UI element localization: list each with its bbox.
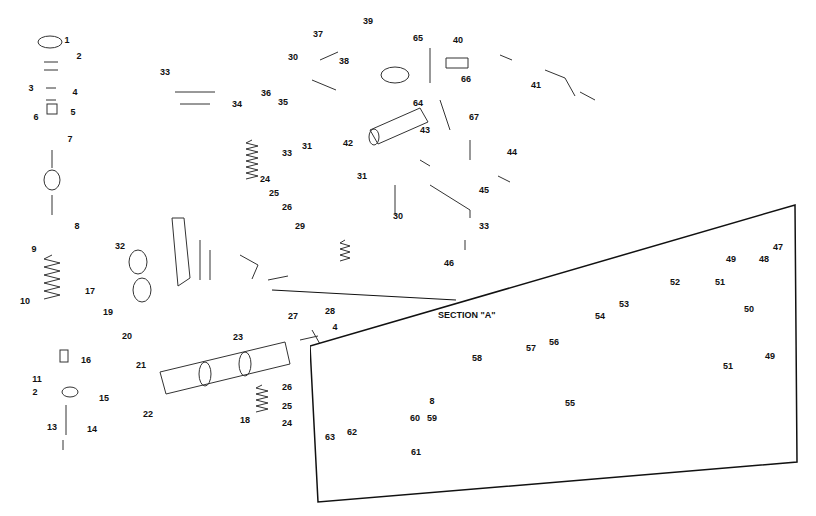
callout-number: 55 (565, 399, 575, 408)
callout-number: 56 (549, 338, 559, 347)
callout-number: 7 (67, 135, 72, 144)
callout-number: 26 (282, 383, 292, 392)
callout-number: 39 (363, 17, 373, 26)
callout-number: 48 (759, 255, 769, 264)
callout-number: 25 (282, 402, 292, 411)
callout-number: 51 (723, 362, 733, 371)
callout-number: 8 (74, 222, 79, 231)
callout-number: 23 (233, 333, 243, 342)
callout-number: 46 (444, 259, 454, 268)
callout-number: 6 (33, 113, 38, 122)
callout-number: 4 (332, 323, 337, 332)
callout-number: 15 (99, 394, 109, 403)
callout-number: 13 (47, 423, 57, 432)
callout-number: 49 (765, 352, 775, 361)
callout-number: 54 (595, 312, 605, 321)
panel-outline (310, 204, 798, 504)
callout-number: 40 (453, 36, 463, 45)
callout-number: 19 (103, 308, 113, 317)
callout-number: 62 (347, 428, 357, 437)
callout-number: 27 (288, 312, 298, 321)
callout-number: 11 (32, 375, 42, 384)
callout-number: 41 (531, 81, 541, 90)
callout-number: 10 (20, 297, 30, 306)
callout-number: 37 (313, 30, 323, 39)
callout-number: 5 (70, 108, 75, 117)
callout-number: 14 (87, 425, 97, 434)
callout-number: 42 (343, 139, 353, 148)
callout-number: 29 (295, 222, 305, 231)
callout-number: 60 (410, 414, 420, 423)
callout-number: 32 (115, 242, 125, 251)
callout-number: 65 (413, 34, 423, 43)
callout-number: 53 (619, 300, 629, 309)
callout-number: 17 (85, 287, 95, 296)
callout-number: 33 (160, 68, 170, 77)
callout-number: 35 (278, 98, 288, 107)
callout-number: 30 (288, 53, 298, 62)
callout-number: 21 (136, 361, 146, 370)
callout-number: 33 (479, 222, 489, 231)
callout-number: 52 (670, 278, 680, 287)
callout-number: 38 (339, 57, 349, 66)
callout-number: 57 (526, 344, 536, 353)
callout-number: 20 (122, 332, 132, 341)
callout-number: 22 (143, 410, 153, 419)
callout-number: 33 (282, 149, 292, 158)
callout-number: 45 (479, 186, 489, 195)
callout-number: 59 (427, 414, 437, 423)
callout-number: 66 (461, 75, 471, 84)
callout-number: 2 (32, 388, 37, 397)
callout-number: 51 (715, 278, 725, 287)
callout-number: 28 (325, 307, 335, 316)
callout-number: 26 (282, 203, 292, 212)
callout-number: 25 (269, 189, 279, 198)
section-heading: SECTION "A" (438, 310, 496, 320)
callout-number: 50 (744, 305, 754, 314)
callout-number: 18 (240, 416, 250, 425)
callout-number: 2 (76, 52, 81, 61)
callout-number: 24 (260, 175, 270, 184)
callout-number: 49 (726, 255, 736, 264)
callout-number: 61 (411, 448, 421, 457)
callout-number: 31 (302, 142, 312, 151)
callout-number: 4 (72, 88, 77, 97)
callout-number: 43 (420, 126, 430, 135)
callout-number: 47 (773, 243, 783, 252)
callout-number: 16 (81, 356, 91, 365)
callout-number: 36 (261, 89, 271, 98)
section-panel: SECTION "A" (310, 204, 798, 504)
callout-number: 63 (325, 433, 335, 442)
callout-number: 3 (28, 84, 33, 93)
callout-number: 67 (469, 113, 479, 122)
leader-line (272, 290, 456, 300)
callout-number: 9 (31, 245, 36, 254)
callout-number: 24 (282, 419, 292, 428)
callout-number: 58 (472, 354, 482, 363)
callout-number: 64 (413, 99, 423, 108)
callout-number: 8 (429, 397, 434, 406)
callout-number: 1 (64, 36, 69, 45)
callout-number: 31 (357, 172, 367, 181)
callout-number: 30 (393, 212, 403, 221)
callout-number: 34 (232, 100, 242, 109)
callout-number: 44 (507, 148, 517, 157)
